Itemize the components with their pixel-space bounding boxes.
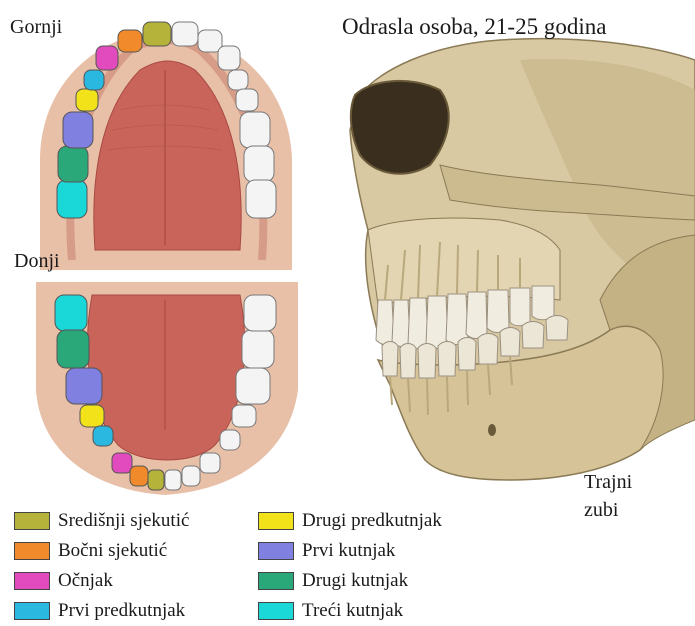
legend-item: Prvi predkutnjak	[14, 598, 185, 624]
legend-item: Prvi kutnjak	[258, 538, 395, 564]
legend-item: Očnjak	[14, 568, 113, 594]
caption-line-1: Trajni	[584, 468, 632, 496]
upper-jaw-label: Gornji	[10, 16, 62, 39]
legend-label: Treći kutnjak	[302, 600, 403, 622]
lower-jaw-label: Donji	[14, 250, 60, 273]
legend-label: Drugi kutnjak	[302, 570, 408, 592]
upper-jaw-diagram	[40, 22, 292, 270]
legend-label: Središnji sjekutić	[58, 510, 189, 532]
diagram-title: Odrasla osoba, 21-25 godina	[342, 14, 606, 40]
legend-item: Središnji sjekutić	[14, 508, 189, 534]
caption: Trajni zubi	[584, 468, 632, 524]
legend-label: Prvi kutnjak	[302, 540, 395, 562]
legend-label: Bočni sjekutić	[58, 540, 167, 562]
legend-swatch	[14, 512, 50, 530]
legend-item: Treći kutnjak	[258, 598, 403, 624]
legend-label: Prvi predkutnjak	[58, 600, 185, 622]
skull-illustration	[350, 39, 695, 480]
lower-jaw-diagram	[36, 282, 298, 495]
legend-swatch	[14, 572, 50, 590]
legend-label: Očnjak	[58, 570, 113, 592]
caption-line-2: zubi	[584, 496, 632, 524]
legend-swatch	[258, 512, 294, 530]
legend-swatch	[14, 542, 50, 560]
legend-swatch	[258, 602, 294, 620]
legend-swatch	[14, 602, 50, 620]
legend-swatch	[258, 572, 294, 590]
legend-item: Bočni sjekutić	[14, 538, 167, 564]
legend-label: Drugi predkutnjak	[302, 510, 442, 532]
legend-swatch	[258, 542, 294, 560]
legend-item: Drugi predkutnjak	[258, 508, 442, 534]
legend-item: Drugi kutnjak	[258, 568, 408, 594]
